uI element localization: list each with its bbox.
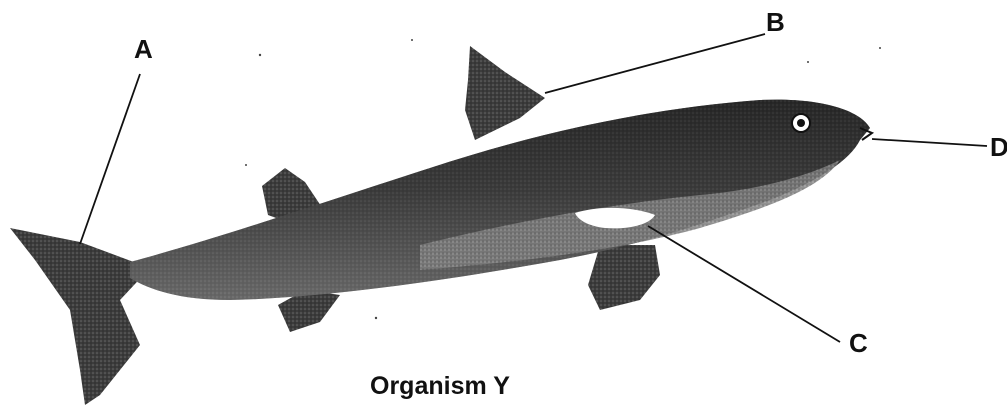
diagram-caption: Organism Y bbox=[370, 372, 510, 401]
label-d: D bbox=[990, 134, 1007, 160]
leader-line-d bbox=[872, 139, 987, 146]
dorsal-fin bbox=[465, 46, 545, 140]
label-a: A bbox=[134, 36, 153, 62]
leader-line-a bbox=[80, 74, 140, 244]
leader-line-b bbox=[545, 34, 765, 93]
label-b: B bbox=[766, 9, 785, 35]
leader-line-c bbox=[648, 226, 840, 342]
tail-fin bbox=[10, 228, 150, 405]
pectoral-fin bbox=[588, 245, 660, 310]
label-c: C bbox=[849, 330, 868, 356]
